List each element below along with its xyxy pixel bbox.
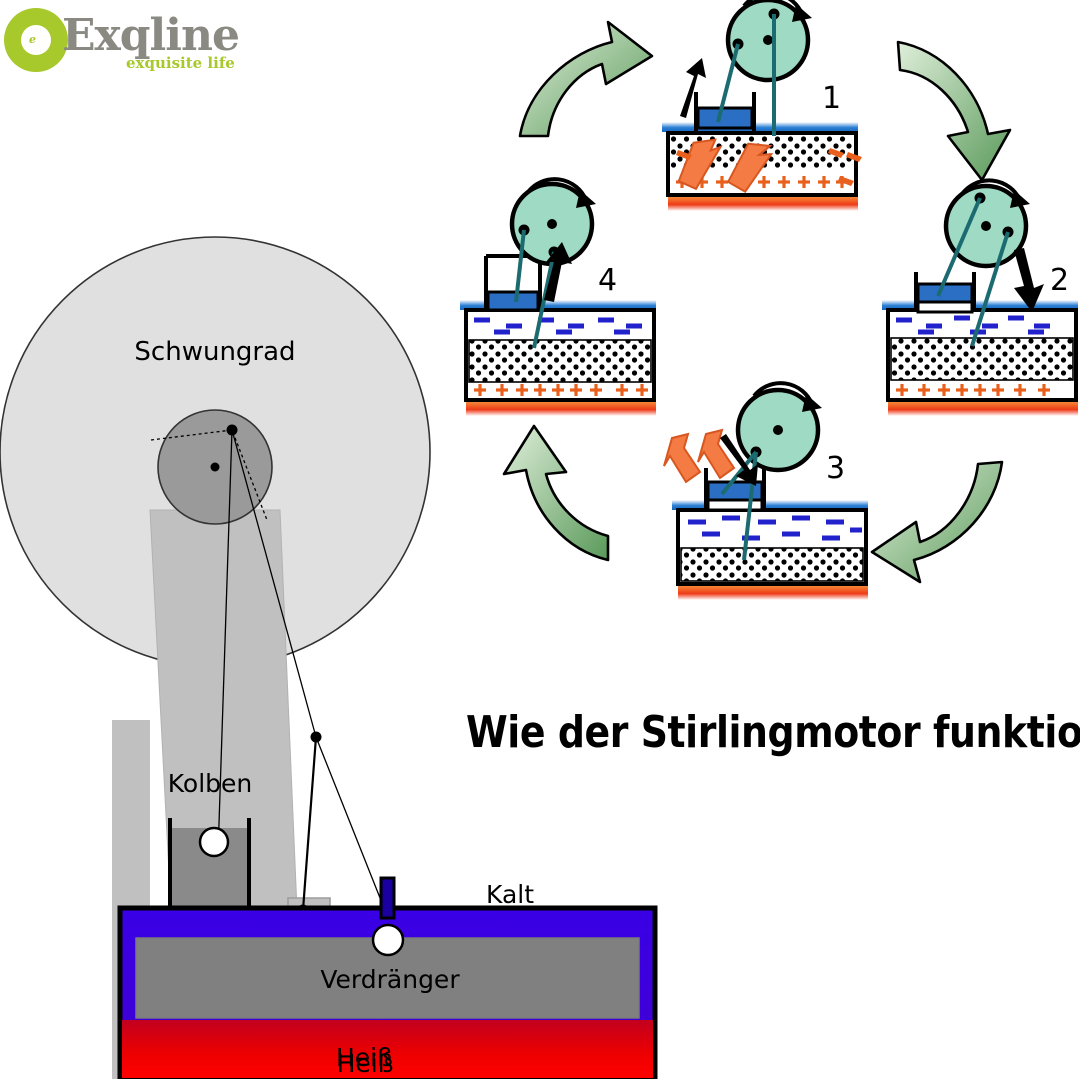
cold-dashes-2 — [896, 315, 1050, 335]
rod-3-piston — [720, 450, 758, 496]
stirling-cycle-diagram: 1 — [460, 0, 1078, 600]
cold-label: Kalt — [486, 880, 534, 909]
gas-dots-3 — [680, 547, 864, 582]
linkage-vertical — [301, 736, 318, 911]
flywheel-4-center — [547, 219, 557, 229]
hot-band-3 — [678, 584, 868, 600]
piston-pin-joint — [198, 826, 230, 858]
flywheel-label: Schwungrad — [134, 337, 295, 367]
displacer-pin-joint — [371, 923, 405, 957]
plus-signs-4 — [474, 384, 648, 396]
hot-label-text: Heiß — [336, 1043, 393, 1072]
motion-arrow-1 — [680, 58, 706, 118]
displacer-label: Verdränger — [320, 965, 460, 994]
hot-band-2 — [888, 400, 1078, 416]
page-title: Wie der Stirlingmotor funktioniert — [466, 707, 1080, 758]
heat-arrows-1 — [676, 138, 862, 193]
linkage-upper-right — [231, 429, 317, 738]
piston-1 — [696, 106, 754, 130]
cold-band-4 — [460, 300, 656, 310]
step-2-number: 2 — [1050, 263, 1069, 298]
cold-dashes-4 — [474, 317, 642, 335]
linkage-joint-a — [310, 731, 322, 743]
cyl-void-3 — [706, 498, 764, 512]
cycle-step-3: 3 — [663, 381, 868, 600]
cycle-arrow-3-to-4 — [502, 424, 610, 562]
cycle-arrow-2-to-3 — [870, 460, 1004, 584]
logo-ring-icon: e — [4, 8, 68, 72]
piston-2 — [916, 282, 974, 304]
hot-zone-fill — [122, 1020, 653, 1078]
flywheel-3-center — [773, 425, 783, 435]
rotation-arrowhead-1 — [792, 4, 812, 22]
stirling-engine-diagram: Schwungrad Kolben Verdränger Kalt Heiß — [0, 236, 658, 1079]
logo-tagline: exquisite life — [126, 54, 235, 72]
rod-4-piston — [514, 229, 526, 303]
logo-wordmark: Exqline — [62, 10, 240, 61]
piston-label: Kolben — [168, 769, 253, 798]
linkage-lower-right — [315, 736, 389, 919]
motion-arrow-3 — [720, 434, 758, 486]
cycle-step-2: 2 — [882, 178, 1078, 416]
step-1-number: 1 — [822, 81, 841, 116]
motion-arrow-2 — [1014, 248, 1044, 312]
cold-band-3 — [672, 500, 868, 510]
hot-label: Heiß — [337, 1049, 394, 1078]
hot-band-1 — [668, 195, 858, 211]
flywheel-1-center — [763, 35, 773, 45]
motion-arrow-4 — [544, 242, 572, 302]
rod-1-piston — [716, 43, 740, 123]
cycle-step-4: 4 — [460, 177, 656, 416]
logo-inner-letter: e — [29, 33, 36, 46]
cold-band-1 — [662, 122, 858, 132]
flywheel-2-center — [981, 221, 991, 231]
step-4-number: 4 — [598, 263, 617, 298]
piston-4 — [486, 290, 540, 312]
gas-dots-2 — [890, 337, 1074, 381]
rod-2-piston — [936, 197, 982, 297]
rotation-arrowhead-4 — [576, 190, 596, 208]
rod-2-displacer — [970, 231, 1010, 347]
cold-band-2 — [882, 300, 1078, 310]
rotation-arrowhead-3 — [802, 394, 822, 412]
gas-dots-4 — [468, 339, 652, 383]
hub-center-dot — [210, 462, 220, 472]
cycle-step-1: 1 — [662, 0, 862, 211]
rotation-arrowhead-2 — [1010, 190, 1030, 208]
logo-ring-hole — [21, 25, 51, 55]
plus-signs-2 — [896, 384, 1050, 396]
displacer-rod-stub — [379, 876, 396, 920]
hot-band-4 — [466, 400, 656, 416]
heat-arrows-3 — [663, 428, 736, 484]
site-logo[interactable]: e Exqline exquisite life — [0, 2, 250, 82]
step-3-number: 3 — [826, 451, 845, 486]
hub-dashed-guide — [150, 429, 268, 521]
cycle-arrow-1-to-2 — [896, 40, 1012, 182]
cyl-void-2 — [916, 300, 974, 314]
cycle-arrow-4-to-1 — [518, 20, 654, 138]
